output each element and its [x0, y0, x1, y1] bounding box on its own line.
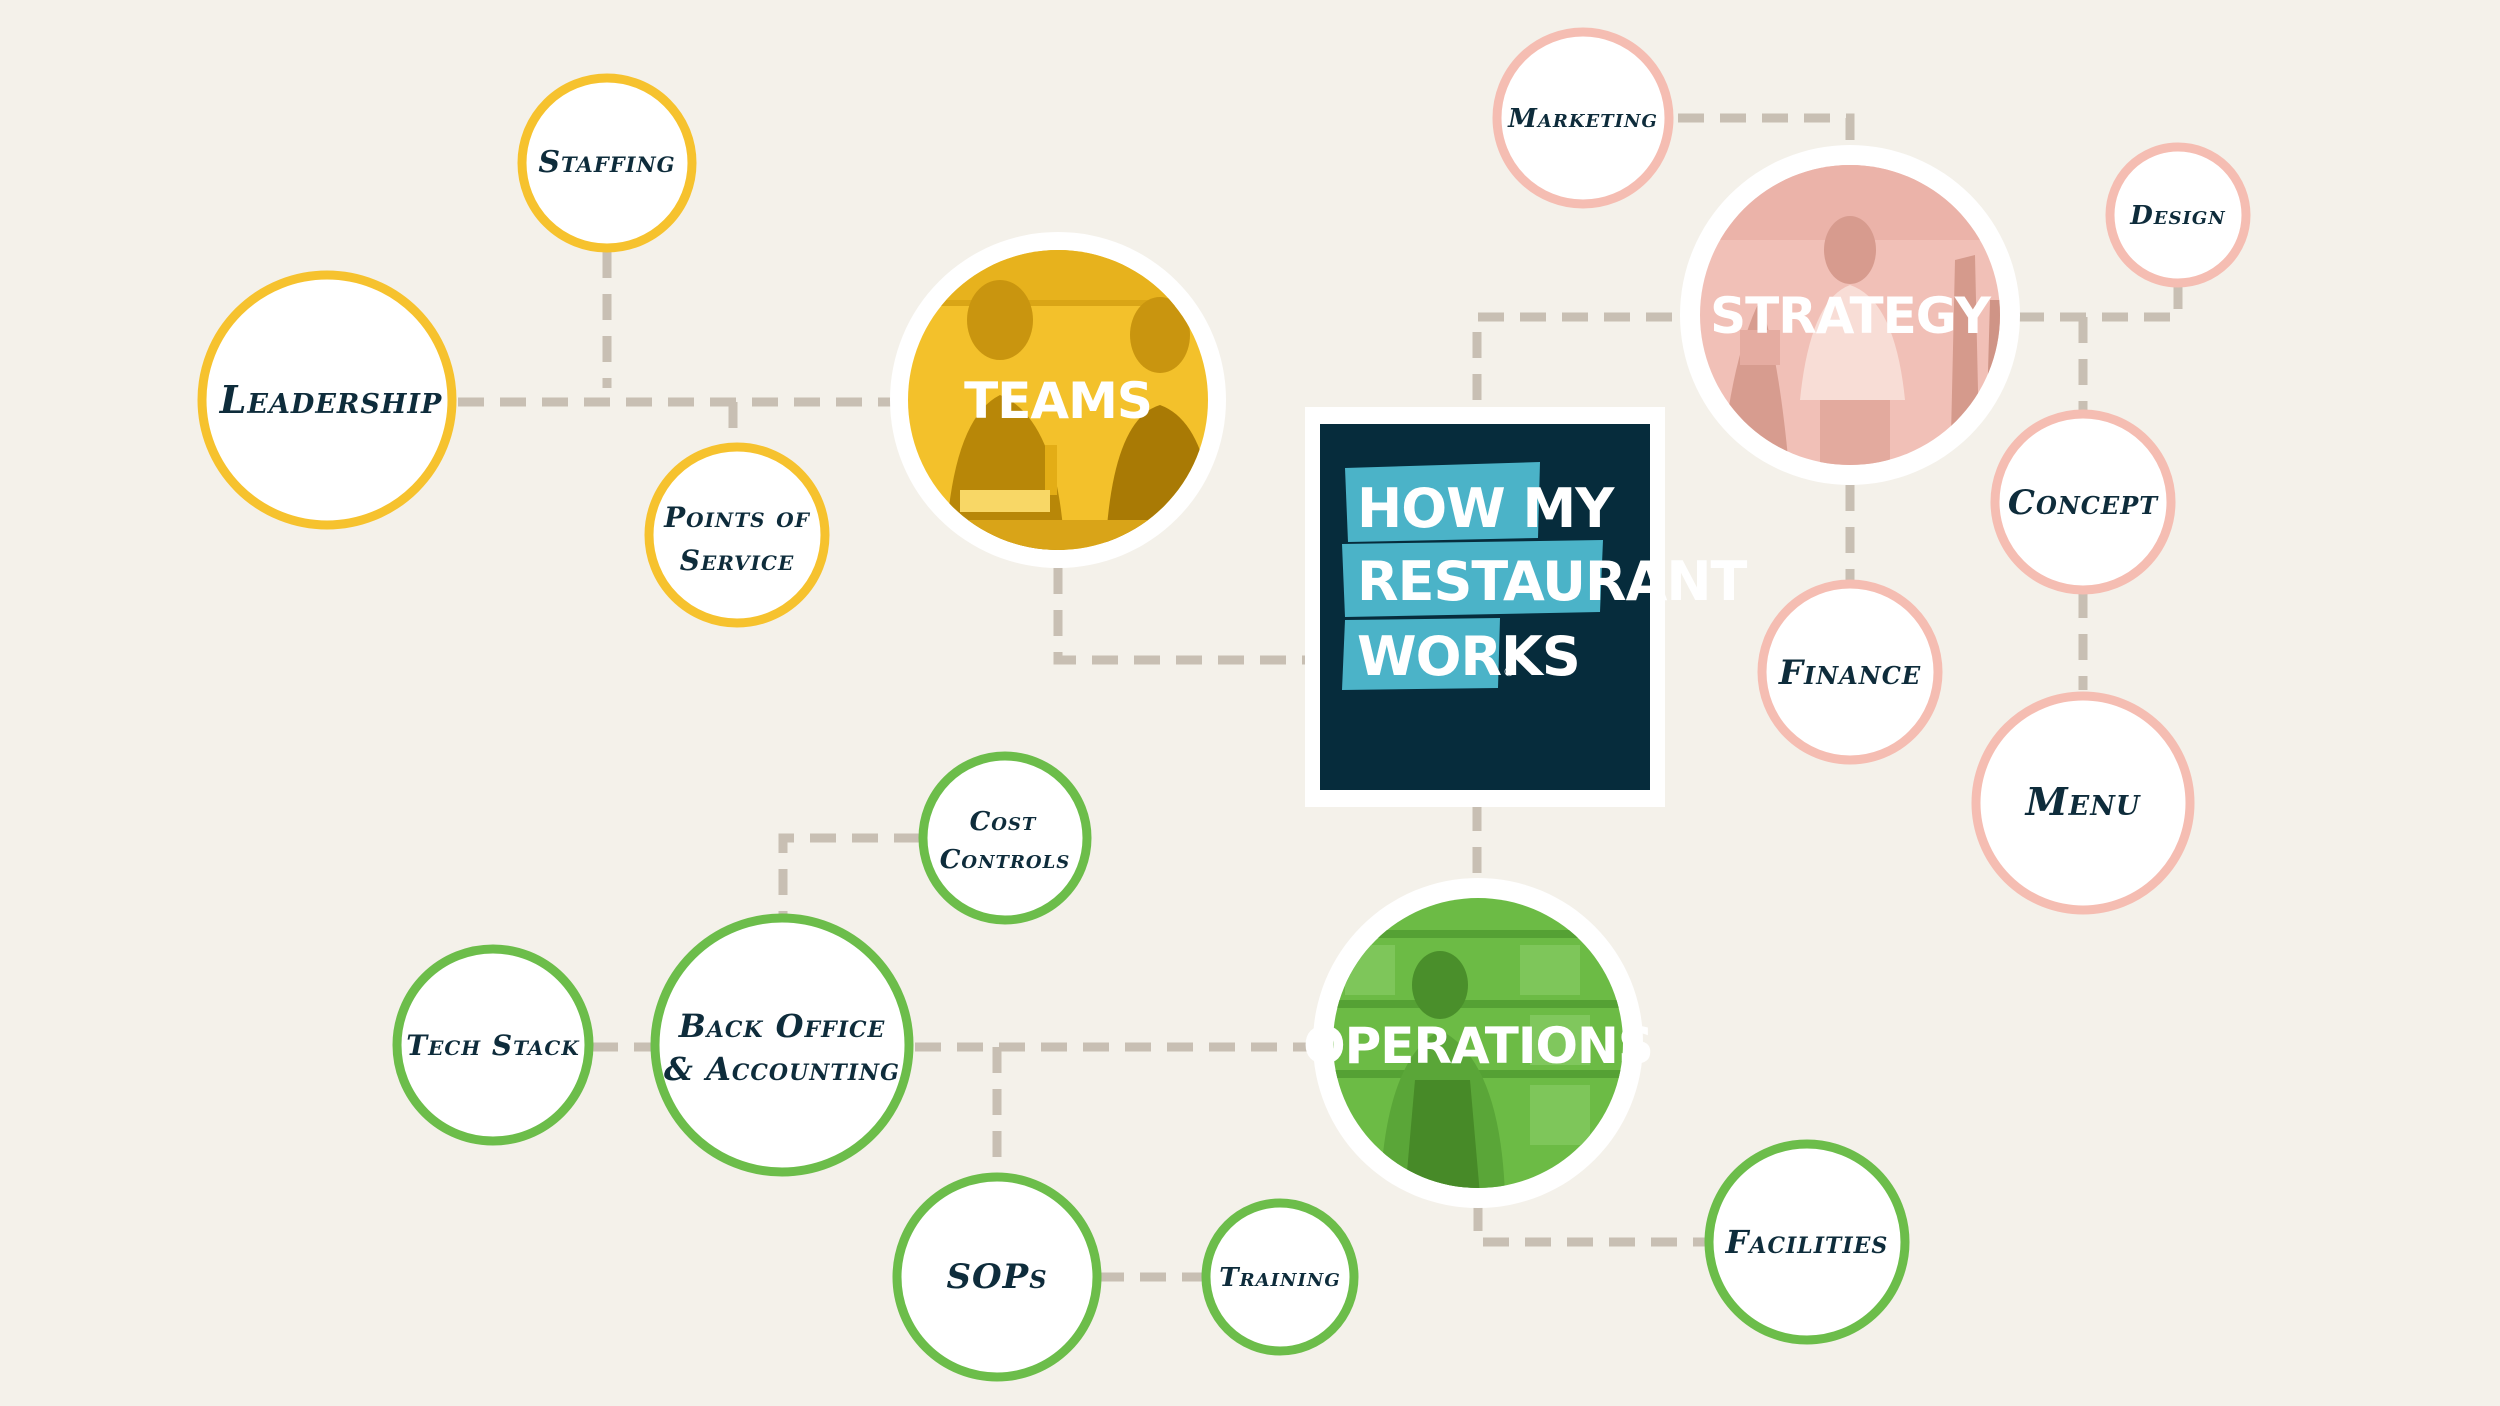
node-staffing[interactable]: Staffing	[517, 73, 697, 253]
node-marketing[interactable]: Marketing	[1492, 27, 1674, 209]
logo-line-2: RESTAURANT	[1357, 550, 1748, 613]
connectors	[458, 113, 2183, 1282]
node-points-of-service[interactable]: Points of Service	[644, 442, 830, 628]
node-staffing-label: Staffing	[538, 145, 675, 180]
logo-line-3: WORKS	[1357, 625, 1580, 688]
hub-strategy-label: STRATEGY	[1710, 287, 1992, 345]
node-sops[interactable]: SOPs	[892, 1172, 1102, 1382]
node-tech-stack-label: Tech Stack	[406, 1029, 580, 1062]
hub-teams[interactable]: TEAMS	[890, 232, 1226, 568]
node-finance[interactable]: Finance	[1757, 579, 1943, 765]
connector-strategy-design	[2018, 283, 2183, 322]
node-marketing-label: Marketing	[1507, 104, 1658, 134]
node-back-office-label-2: & Accounting	[664, 1050, 900, 1088]
node-facilities[interactable]: Facilities	[1704, 1139, 1910, 1345]
node-concept-label: Concept	[2008, 483, 2159, 523]
operations-photo	[1333, 898, 1623, 1188]
connector-operations-facilities	[1473, 1205, 1712, 1247]
node-menu-label: Menu	[2024, 779, 2141, 824]
node-points-of-service-label-1: Points of	[663, 501, 811, 534]
logo-registered-mark: ®	[1503, 665, 1515, 679]
connector-center-strategy	[1472, 312, 1680, 400]
node-back-office-label-1: Back Office	[678, 1007, 886, 1045]
hub-teams-label: TEAMS	[964, 372, 1152, 430]
logo-tape	[1342, 462, 1603, 690]
node-points-of-service-label-2: Service	[680, 544, 794, 577]
node-cost-controls-label-2: Controls	[940, 845, 1071, 875]
connector-cost-controls-back-office	[778, 833, 920, 920]
hub-strategy[interactable]: STRATEGY	[1680, 145, 2020, 485]
node-leadership-label: Leadership	[219, 377, 443, 422]
node-design[interactable]: Design	[2105, 142, 2251, 288]
connector-marketing-strategy	[1678, 113, 1855, 145]
node-concept[interactable]: Concept	[1990, 409, 2176, 595]
node-sops-label: SOPs	[946, 1257, 1047, 1297]
center-logo[interactable]: HOW MY RESTAURANT WORKS ®	[1305, 407, 1749, 807]
node-leadership[interactable]: Leadership	[197, 270, 457, 530]
node-menu[interactable]: Menu	[1971, 691, 2195, 915]
node-tech-stack[interactable]: Tech Stack	[392, 944, 594, 1146]
node-training-label: Training	[1219, 1263, 1340, 1293]
node-design-label: Design	[2129, 201, 2226, 231]
node-cost-controls[interactable]: Cost Controls	[918, 751, 1092, 925]
connector-teams-center	[1053, 568, 1305, 665]
node-training[interactable]: Training	[1201, 1198, 1359, 1356]
node-cost-controls-label-1: Cost	[970, 807, 1037, 837]
node-facilities-label: Facilities	[1725, 1223, 1889, 1261]
node-back-office[interactable]: Back Office & Accounting	[650, 913, 914, 1177]
logo-line-1: HOW MY	[1357, 477, 1615, 540]
hub-operations-label: OPERATIONS	[1303, 1017, 1653, 1075]
hub-operations[interactable]: OPERATIONS	[1303, 878, 1654, 1208]
node-finance-label: Finance	[1778, 653, 1921, 693]
